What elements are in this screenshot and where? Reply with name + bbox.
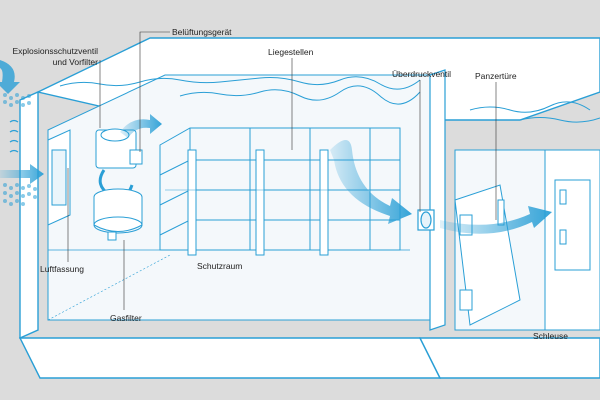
- label-explosionsschutzventil: Explosionsschutzventil und Vorfilter: [6, 46, 98, 68]
- leader-lines: [67, 31, 497, 310]
- intake-arrow-top: [0, 60, 20, 94]
- label-liegestellen: Liegestellen: [268, 47, 314, 57]
- belueftungsgeraet-unit: [95, 128, 143, 199]
- room-airflow-arrow: [330, 140, 412, 224]
- label-explosionsschutzventil-line2: und Vorfilter: [52, 57, 98, 67]
- schleuse-exit-frame: [554, 179, 591, 271]
- label-ueberdruckventil: Überdruckventil: [392, 69, 452, 79]
- intake-arrow-side: [0, 164, 44, 184]
- label-schutzraum: Schutzraum: [197, 261, 243, 271]
- schleuse-airflow-arrow: [440, 206, 552, 234]
- gravel-fill: [3, 93, 37, 206]
- label-gasfilter: Gasfilter: [110, 313, 142, 323]
- luftfassung-box: [47, 129, 71, 226]
- label-panzertuere: Panzertüre: [475, 71, 517, 81]
- label-explosionsschutzventil-line1: Explosionsschutzventil: [12, 46, 98, 56]
- intake-louvres: [9, 119, 19, 153]
- panzertuere-door: [454, 184, 521, 326]
- label-belueftungsgeraet: Belüftungsgerät: [172, 27, 232, 37]
- airflow-arrows: [0, 60, 552, 234]
- gasfilter-unit: [93, 188, 143, 241]
- label-schleuse: Schleuse: [533, 331, 568, 341]
- partition-wall: [417, 69, 446, 331]
- vent-output-arrow: [120, 114, 162, 138]
- label-luftfassung: Luftfassung: [40, 264, 84, 274]
- liegestellen-bunks: [159, 127, 401, 256]
